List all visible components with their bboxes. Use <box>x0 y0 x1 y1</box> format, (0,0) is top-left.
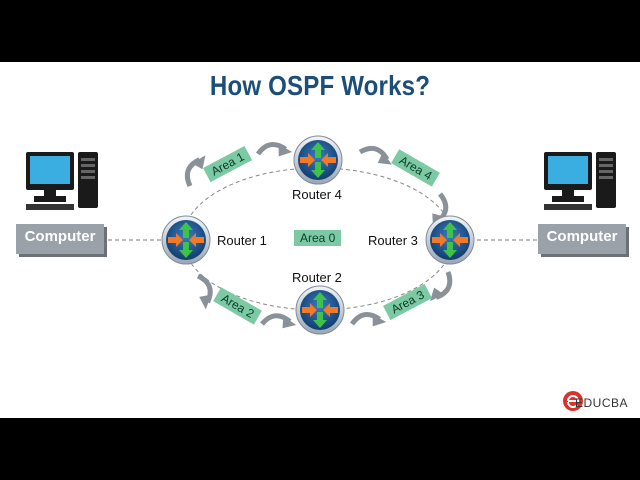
network-graphics <box>26 135 616 411</box>
router-3-icon <box>425 215 475 265</box>
computer-right-label: Computer <box>538 224 626 254</box>
diagram-title: How OSPF Works? <box>209 70 431 101</box>
flow-arrow-icon <box>257 141 293 160</box>
flow-arrow-icon <box>192 274 216 310</box>
flow-arrow-icon <box>261 314 296 330</box>
flow-arrow-icon <box>428 269 454 305</box>
router-1-label: Router 1 <box>217 233 267 248</box>
brand-name: EDUCBA <box>574 396 628 410</box>
flow-arrow-icon <box>351 311 387 330</box>
flow-arrow-icon <box>358 145 394 166</box>
computer-left-label: Computer <box>16 224 104 254</box>
router-1-icon <box>161 215 211 265</box>
diagram-canvas: How OSPF Works? <box>0 62 640 418</box>
computer-right-icon <box>544 152 616 210</box>
router-4-icon <box>293 135 343 185</box>
router-2-icon <box>295 285 345 335</box>
router-2-label: Router 2 <box>292 270 342 285</box>
brand-logo: EDUCBA <box>553 396 628 410</box>
computer-left-icon <box>26 152 98 210</box>
educba-logo-icon <box>563 391 583 411</box>
area-0-tag: Area 0 <box>294 230 342 246</box>
router-3-label: Router 3 <box>368 233 418 248</box>
router-4-label: Router 4 <box>292 187 342 202</box>
